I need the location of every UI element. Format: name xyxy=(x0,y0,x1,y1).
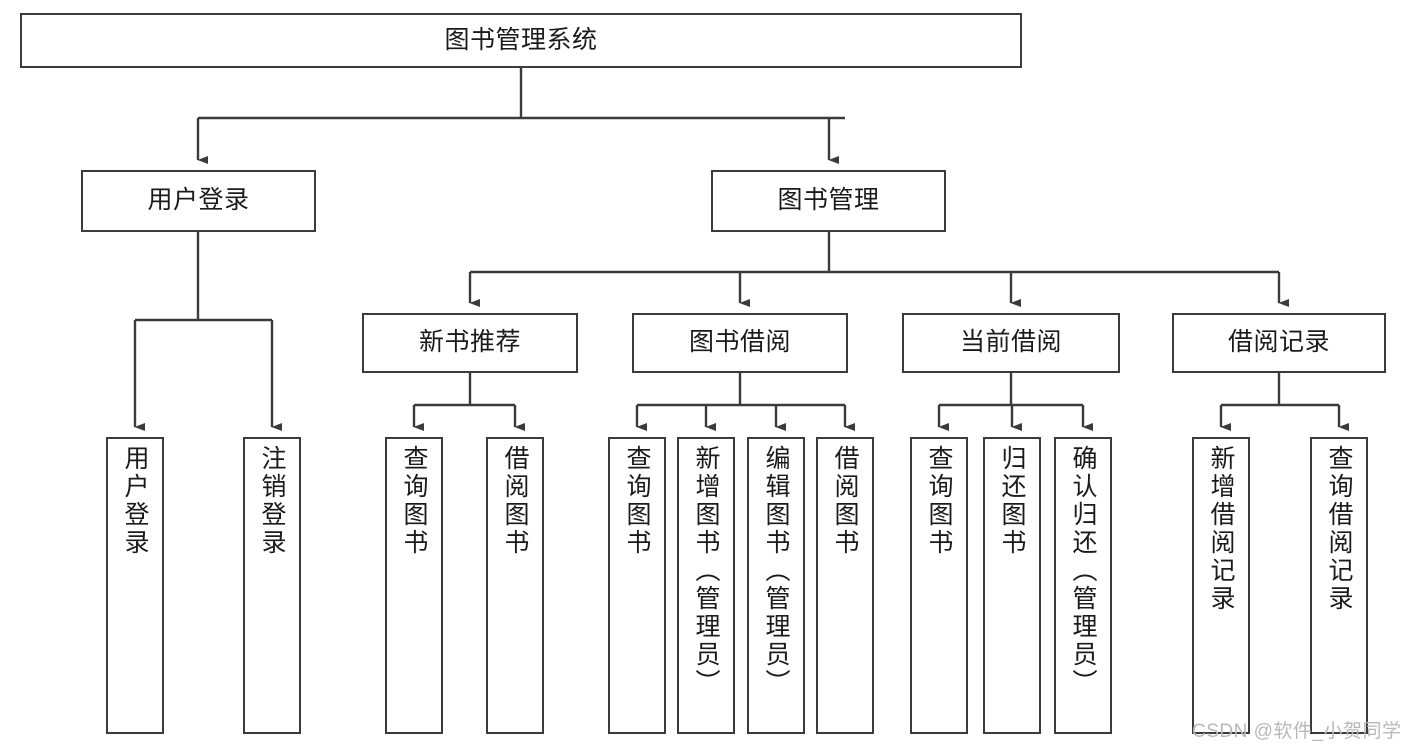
node-leaf-add-record[interactable]: 新增借阅记录 xyxy=(1192,437,1250,734)
node-leaf-confirm-return[interactable]: 确认归还（管理员） xyxy=(1054,437,1112,734)
node-leaf-confirm-return-label: 确认归还（管理员） xyxy=(1069,445,1097,697)
node-book-borrow[interactable]: 图书借阅 xyxy=(632,313,848,373)
node-leaf-edit-book-label: 编辑图书（管理员） xyxy=(762,445,790,697)
node-leaf-add-book-label: 新增图书（管理员） xyxy=(692,445,720,697)
node-leaf-add-book[interactable]: 新增图书（管理员） xyxy=(677,437,735,734)
node-leaf-borrow-book-label: 借阅图书 xyxy=(831,445,859,557)
node-leaf-borrow-book-rec-label: 借阅图书 xyxy=(501,445,529,557)
node-current-borrow[interactable]: 当前借阅 xyxy=(902,313,1120,373)
node-leaf-query-book-rec[interactable]: 查询图书 xyxy=(385,437,443,734)
node-leaf-borrow-book[interactable]: 借阅图书 xyxy=(816,437,874,734)
node-user-login[interactable]: 用户登录 xyxy=(81,170,316,232)
node-leaf-return-book[interactable]: 归还图书 xyxy=(983,437,1041,734)
node-leaf-add-record-label: 新增借阅记录 xyxy=(1207,445,1235,613)
node-borrow-record-label: 借阅记录 xyxy=(1227,328,1330,357)
node-leaf-logout-label: 注销登录 xyxy=(258,445,286,557)
node-new-book-rec[interactable]: 新书推荐 xyxy=(362,313,578,373)
node-leaf-return-book-label: 归还图书 xyxy=(998,445,1026,557)
node-leaf-query-record[interactable]: 查询借阅记录 xyxy=(1310,437,1368,734)
node-leaf-query-record-label: 查询借阅记录 xyxy=(1325,445,1353,613)
node-leaf-query-book-borrow[interactable]: 查询图书 xyxy=(608,437,666,734)
node-leaf-query-book-cur-label: 查询图书 xyxy=(925,445,953,557)
node-leaf-query-book-cur[interactable]: 查询图书 xyxy=(910,437,968,734)
node-leaf-logout[interactable]: 注销登录 xyxy=(243,437,301,734)
node-new-book-rec-label: 新书推荐 xyxy=(418,328,521,357)
node-borrow-record[interactable]: 借阅记录 xyxy=(1172,313,1386,373)
node-current-borrow-label: 当前借阅 xyxy=(959,328,1062,357)
node-leaf-edit-book[interactable]: 编辑图书（管理员） xyxy=(747,437,805,734)
csdn-watermark: CSDN @软件_小贺同学 xyxy=(1192,721,1402,742)
node-user-login-label: 用户登录 xyxy=(147,186,250,215)
node-book-manage[interactable]: 图书管理 xyxy=(711,170,946,232)
node-root-label: 图书管理系统 xyxy=(444,25,598,54)
node-root[interactable]: 图书管理系统 xyxy=(20,13,1022,68)
node-leaf-query-book-rec-label: 查询图书 xyxy=(400,445,428,557)
node-book-borrow-label: 图书借阅 xyxy=(688,328,791,357)
node-leaf-user-login[interactable]: 用户登录 xyxy=(106,437,164,734)
node-book-manage-label: 图书管理 xyxy=(777,186,880,215)
node-leaf-query-book-borrow-label: 查询图书 xyxy=(623,445,651,557)
node-leaf-user-login-label: 用户登录 xyxy=(121,445,149,557)
node-leaf-borrow-book-rec[interactable]: 借阅图书 xyxy=(486,437,544,734)
